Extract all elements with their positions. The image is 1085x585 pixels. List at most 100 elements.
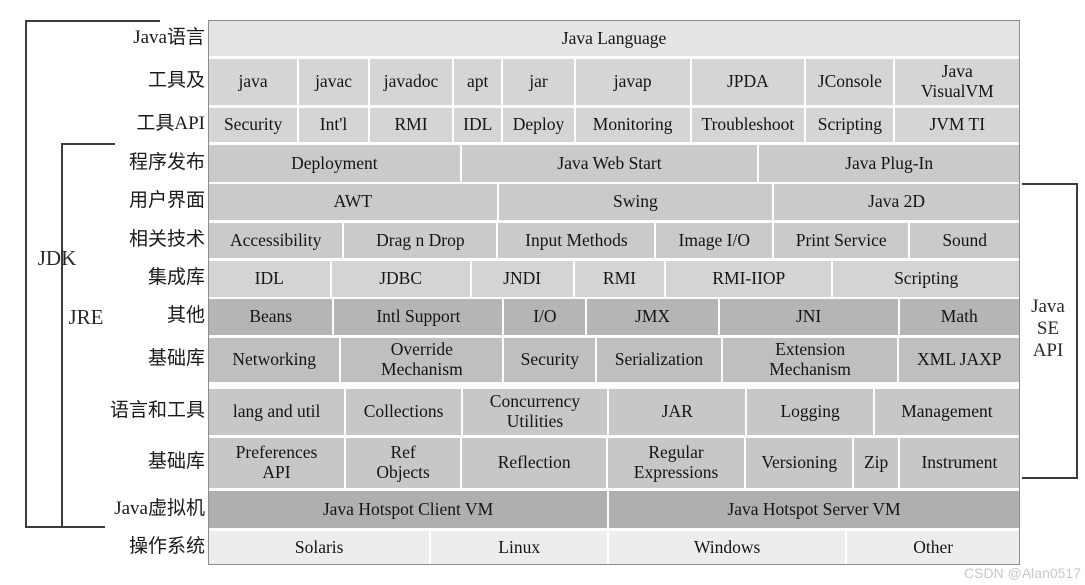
table-cell: Drag n Drop: [344, 223, 497, 258]
table-cell: Logging: [747, 389, 873, 435]
row-label: 集成库: [147, 267, 205, 288]
table-cell: IDL: [209, 261, 330, 297]
table-cell: Versioning: [746, 438, 853, 488]
jre-bracket-bottom-arm: [61, 526, 105, 528]
table-cell: JMX: [587, 299, 718, 335]
jdk-bracket-top-arm: [25, 20, 160, 22]
table-cell: Image I/O: [656, 223, 773, 258]
table-cell: Scripting: [833, 261, 1019, 297]
table-cell: Override Mechanism: [341, 338, 503, 382]
jdk-bracket-vertical: [25, 20, 27, 527]
table-cell: java: [209, 59, 298, 105]
table-cell: Int'l: [299, 108, 368, 142]
table-cell: Intl Support: [334, 299, 503, 335]
table-cell: Deployment: [209, 145, 460, 182]
java-se-api-bracket-top-arm: [1022, 183, 1078, 185]
table-cell: Java Hotspot Server VM: [609, 491, 1019, 528]
table-cell: Collections: [346, 389, 461, 435]
table-cell: Networking: [209, 338, 340, 382]
table-cell: Preferences API: [209, 438, 344, 488]
table-cell: JVM TI: [895, 108, 1019, 142]
table-cell: AWT: [209, 184, 497, 220]
table-cell: IDL: [454, 108, 502, 142]
table-cell: Java Language: [209, 21, 1019, 56]
table-cell: Java Hotspot Client VM: [209, 491, 608, 528]
row-label: Java虚拟机: [114, 497, 205, 519]
table-cell: Zip: [854, 438, 898, 488]
table-cell: JAR: [609, 389, 746, 435]
table-cell: Input Methods: [498, 223, 655, 258]
row-label: 工具API: [136, 113, 205, 134]
table-cell: Sound: [910, 223, 1019, 258]
table-cell: Ref Objects: [345, 438, 461, 488]
row-label: 工具及: [147, 70, 205, 91]
table-cell: Java Plug-In: [759, 145, 1019, 182]
table-cell: Java 2D: [774, 184, 1019, 220]
table-cell: RMI: [574, 261, 665, 297]
table-cell: JPDA: [691, 59, 805, 105]
row-label: 用户界面: [128, 190, 205, 211]
table-cell: jar: [503, 59, 574, 105]
row-label: 基础库: [147, 451, 205, 472]
row-label: 操作系统: [128, 535, 205, 557]
jre-bracket-top-arm: [61, 143, 115, 145]
table-cell: I/O: [504, 299, 586, 335]
table-cell: apt: [454, 59, 502, 105]
table-cell: JDBC: [331, 261, 470, 297]
table-cell: Java Web Start: [461, 145, 758, 182]
table-cell: Instrument: [899, 438, 1019, 488]
table-cell: RMI-IIOP: [666, 261, 832, 297]
table-cell: javac: [299, 59, 368, 105]
jdk-label: JDK: [37, 246, 77, 270]
table-cell: XML JAXP: [899, 338, 1019, 382]
table-cell: Serialization: [597, 338, 721, 382]
row-label: 基础库: [147, 348, 205, 369]
table-cell: lang and util: [209, 389, 345, 435]
row-label: 程序发布: [128, 151, 205, 173]
table-cell: Scripting: [806, 108, 894, 142]
table-cell: Math: [899, 299, 1019, 335]
table-cell: JConsole: [806, 59, 894, 105]
watermark: CSDN @Alan0517: [964, 565, 1081, 581]
table-cell: Other: [847, 531, 1019, 564]
table-cell: javap: [575, 59, 690, 105]
java-se-api-bracket-vertical: [1076, 183, 1078, 479]
table-cell: Solaris: [209, 531, 430, 564]
table-cell: Deploy: [503, 108, 574, 142]
table-cell: Reflection: [462, 438, 607, 488]
table-cell: Concurrency Utilities: [462, 389, 608, 435]
table-cell: Security: [504, 338, 596, 382]
table-cell: Security: [209, 108, 298, 142]
row-label: Java语言: [133, 26, 205, 48]
table-cell: Java VisualVM: [895, 59, 1019, 105]
table-cell: RMI: [369, 108, 453, 142]
table-cell: Extension Mechanism: [722, 338, 898, 382]
table-cell: Troubleshoot: [691, 108, 805, 142]
row-label: 相关技术: [128, 228, 205, 250]
jre-bracket-vertical: [61, 143, 63, 527]
table-cell: Windows: [609, 531, 846, 564]
table-cell: Accessibility: [209, 223, 343, 258]
table-cell: JNDI: [471, 261, 573, 297]
table-cell: JNI: [719, 299, 898, 335]
jre-label: JRE: [68, 305, 104, 329]
row-label: 其他: [166, 305, 205, 326]
table-cell: Print Service: [774, 223, 909, 258]
table-row: Java Language: [209, 21, 1019, 56]
table-cell: Monitoring: [575, 108, 690, 142]
table-cell: Linux: [431, 531, 608, 564]
table-cell: Regular Expressions: [608, 438, 745, 488]
table-cell: javadoc: [369, 59, 453, 105]
